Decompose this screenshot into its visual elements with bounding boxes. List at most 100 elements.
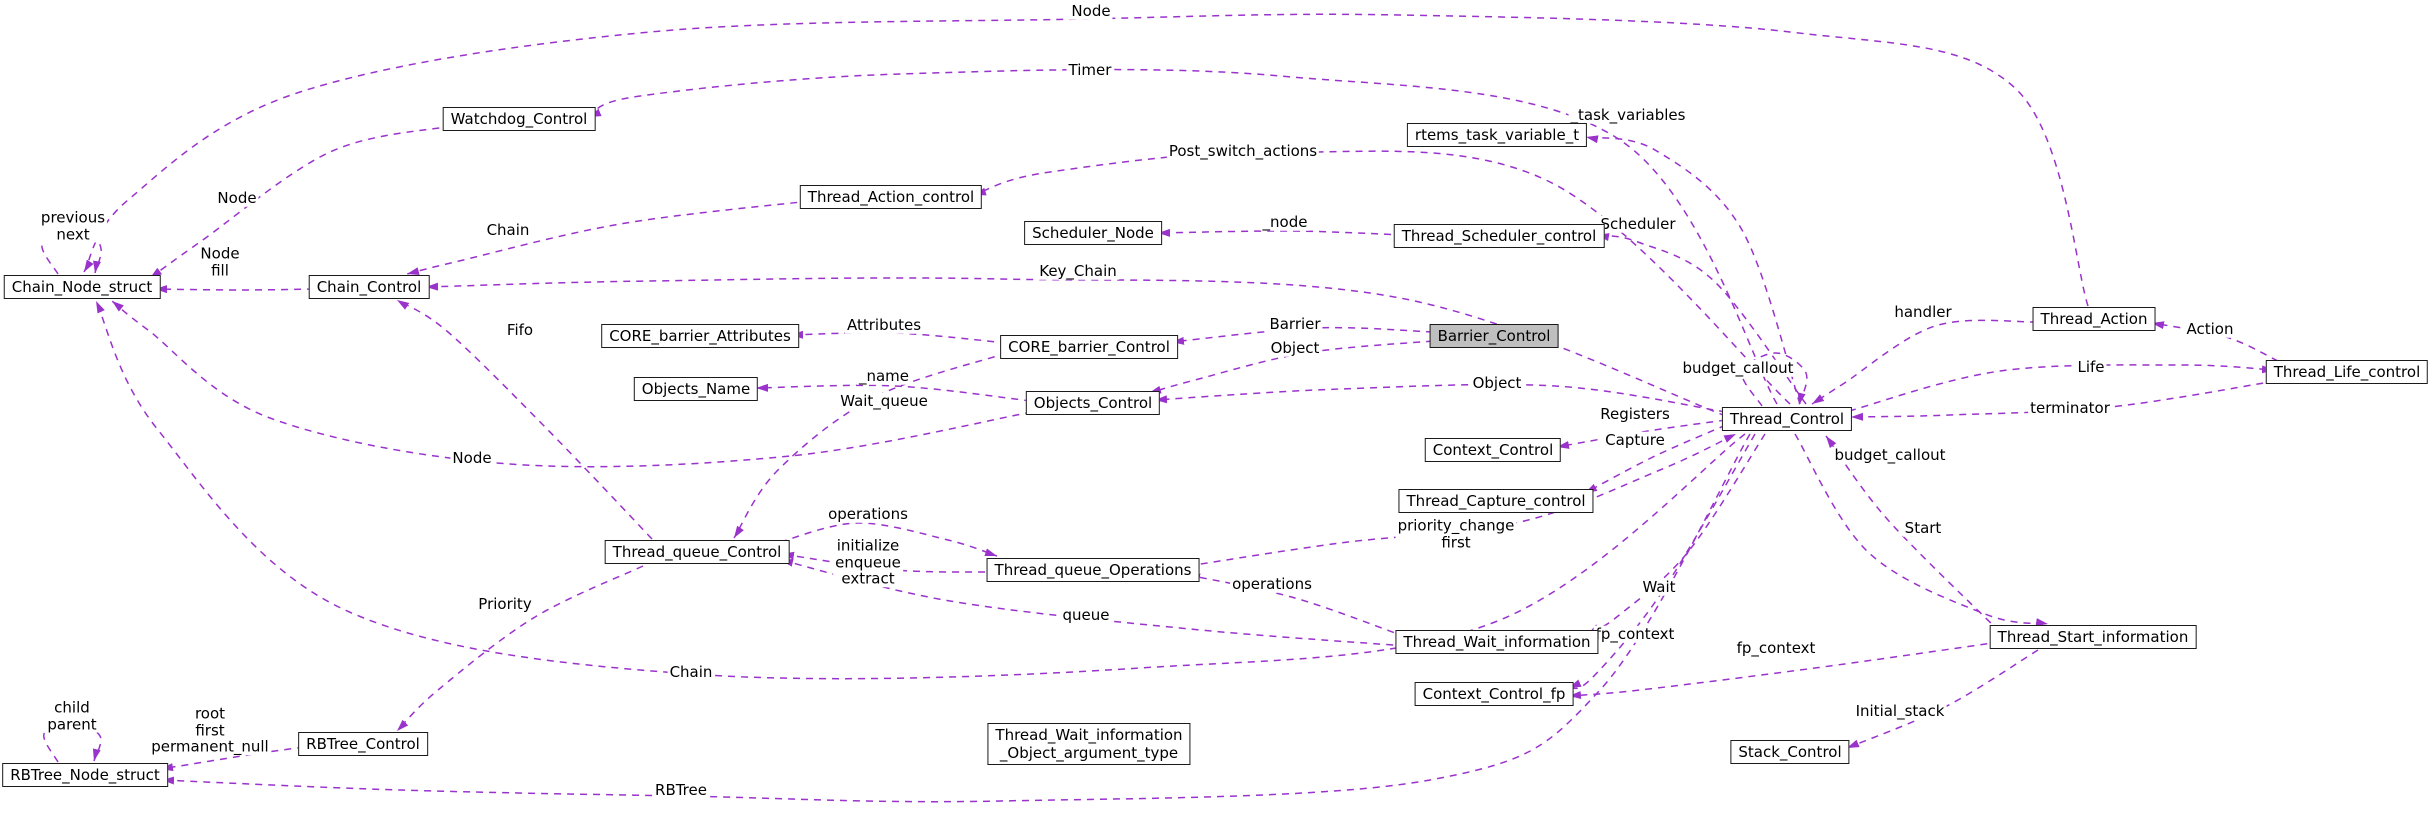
node-thread_wait_information_object_argument_type[interactable]: Thread_Wait_information_Object_argument_…	[987, 723, 1191, 765]
edge-label-line: Object	[1270, 338, 1320, 357]
edge-thread_wait_information-to-thread_queue_control	[780, 558, 1407, 647]
edge-label-line: Wait_queue	[840, 391, 928, 410]
node-barrier_control[interactable]: Barrier_Control	[1429, 324, 1559, 348]
edge-label-chain: Chain	[484, 222, 532, 239]
edge-thread_queue_operations-to-thread_control	[1187, 433, 1737, 567]
node-label: rtems_task_variable_t	[1414, 126, 1580, 144]
edge-label-line: Node	[452, 448, 492, 467]
edge-label-node: Node	[215, 190, 259, 207]
edge-label-line: first	[195, 720, 225, 739]
node-thread_life_control[interactable]: Thread_Life_control	[2265, 360, 2429, 384]
edge-label-line: Capture	[1605, 430, 1665, 449]
edge-thread_action-to-chain_node_struct	[83, 13, 2089, 307]
edge-label-priority: Priority	[476, 596, 534, 613]
edge-thread_control-to-context_control	[1556, 419, 1727, 449]
edge-label-operations: operations	[826, 506, 910, 523]
node-scheduler_node[interactable]: Scheduler_Node	[1024, 221, 1162, 245]
node-thread_control[interactable]: Thread_Control	[1721, 407, 1853, 431]
edge-label-line: priority_change	[1397, 516, 1515, 535]
edge-label-line: RBTree	[655, 780, 707, 799]
edge-label-line: Scheduler	[1600, 214, 1676, 233]
edge-thread_action_control-to-chain_control	[406, 200, 811, 275]
edge-label-node: Node	[450, 448, 494, 467]
edge-thread_wait_information-to-thread_queue_operations	[1187, 573, 1407, 638]
edge-label-line: operations	[828, 504, 908, 523]
edge-label-line: operations	[1232, 574, 1312, 593]
node-label: Thread_queue_Operations	[994, 561, 1192, 579]
edge-thread_queue_control-to-chain_control	[396, 299, 653, 540]
edge-thread_control-to-thread_scheduler_control	[1596, 233, 1807, 405]
node-objects_control[interactable]: Objects_Control	[1025, 391, 1161, 415]
node-thread_capture_control[interactable]: Thread_Capture_control	[1398, 489, 1594, 513]
node-core_barrier_control[interactable]: CORE_barrier_Control	[1000, 335, 1178, 359]
edge-label-line: permanent_null	[151, 737, 269, 756]
node-label: _Object_argument_type	[999, 744, 1179, 762]
node-context_control_fp[interactable]: Context_Control_fp	[1414, 682, 1574, 706]
node-label: Objects_Name	[641, 380, 751, 398]
edge-thread_start_information-to-context_control_fp	[1568, 641, 2001, 699]
edge-label-timer: Timer	[1066, 62, 1114, 79]
node-chain_control[interactable]: Chain_Control	[308, 275, 430, 299]
edge-label-line: Object	[1472, 373, 1522, 392]
node-rtems_task_variable_t[interactable]: rtems_task_variable_t	[1406, 123, 1588, 147]
edge-label-line: terminator	[2030, 398, 2110, 417]
node-label: Thread_Wait_information	[995, 726, 1183, 744]
edge-label-budget_callout: budget_callout	[1832, 447, 1948, 464]
node-core_barrier_attributes[interactable]: CORE_barrier_Attributes	[601, 324, 799, 348]
edge-label-line: Chain	[669, 662, 713, 681]
edge-label-line: Post_switch_actions	[1168, 141, 1318, 160]
node-label: Thread_Control	[1729, 410, 1845, 428]
node-label: Thread_Start_information	[1997, 628, 2189, 646]
edge-label-line: next	[56, 225, 90, 243]
node-thread_scheduler_control[interactable]: Thread_Scheduler_control	[1393, 224, 1605, 248]
node-thread_queue_control[interactable]: Thread_queue_Control	[604, 540, 790, 564]
node-thread_action[interactable]: Thread_Action	[2032, 307, 2156, 331]
edge-label-start: Start	[1902, 520, 1944, 537]
node-label: Thread_queue_Control	[612, 543, 782, 561]
edge-thread_control-to-rtems_task_variable_t	[1585, 135, 1801, 405]
edge-thread_control-to-watchdog_control	[588, 68, 1778, 405]
node-watchdog_control[interactable]: Watchdog_Control	[442, 107, 596, 131]
node-rbtree_node_struct[interactable]: RBTree_Node_struct	[2, 763, 168, 787]
node-chain_node_struct[interactable]: Chain_Node_struct	[3, 275, 161, 299]
edge-label-scheduler: Scheduler	[1598, 214, 1678, 233]
node-thread_start_information[interactable]: Thread_Start_information	[1989, 625, 2197, 649]
edge-label-action: Action	[2184, 321, 2236, 338]
node-label: Thread_Action_control	[807, 188, 975, 206]
edge-label-line: parent	[47, 715, 97, 733]
edge-label-node: Node	[1069, 3, 1113, 20]
edge-label-rbtree: RBTree	[653, 782, 709, 799]
edge-label-line: Wait	[1642, 577, 1676, 596]
edge-label-line: previous	[40, 208, 106, 227]
edge-rbtree_control-to-rbtree_node_struct	[160, 746, 305, 772]
edge-label-line: fp_context	[1595, 624, 1675, 643]
node-label: Stack_Control	[1738, 743, 1842, 761]
edge-thread_queue_control-to-thread_queue_operations	[779, 522, 998, 557]
node-thread_queue_operations[interactable]: Thread_queue_Operations	[986, 558, 1200, 582]
node-thread_wait_information[interactable]: Thread_Wait_information	[1395, 630, 1599, 654]
node-objects_name[interactable]: Objects_Name	[633, 377, 759, 401]
node-label: Thread_Action	[2040, 310, 2148, 328]
edge-label-line: handler	[1894, 302, 1952, 321]
edge-label-line: initialize	[836, 536, 900, 555]
node-stack_control[interactable]: Stack_Control	[1730, 740, 1850, 764]
edge-label-post_switch_actions: Post_switch_actions	[1166, 141, 1320, 160]
edge-label-terminator: terminator	[2028, 400, 2112, 417]
node-rbtree_control[interactable]: RBTree_Control	[298, 732, 428, 756]
node-label: Context_Control_fp	[1422, 685, 1566, 703]
node-thread_action_control[interactable]: Thread_Action_control	[799, 185, 983, 209]
node-context_control[interactable]: Context_Control	[1424, 438, 1562, 462]
edge-thread_control-to-objects_control	[1154, 383, 1727, 413]
edge-label-line: first	[1441, 533, 1471, 551]
edge-label-handler: handler	[1892, 302, 1954, 321]
node-label: Thread_Capture_control	[1406, 492, 1586, 510]
edge-label-_name: _name	[856, 368, 912, 385]
edge-label-life: Life	[2075, 359, 2107, 376]
edge-watchdog_control-to-chain_node_struct	[149, 125, 453, 279]
node-label: Scheduler_Node	[1032, 224, 1154, 242]
edge-label-fp_context: fp_context	[1593, 624, 1677, 643]
